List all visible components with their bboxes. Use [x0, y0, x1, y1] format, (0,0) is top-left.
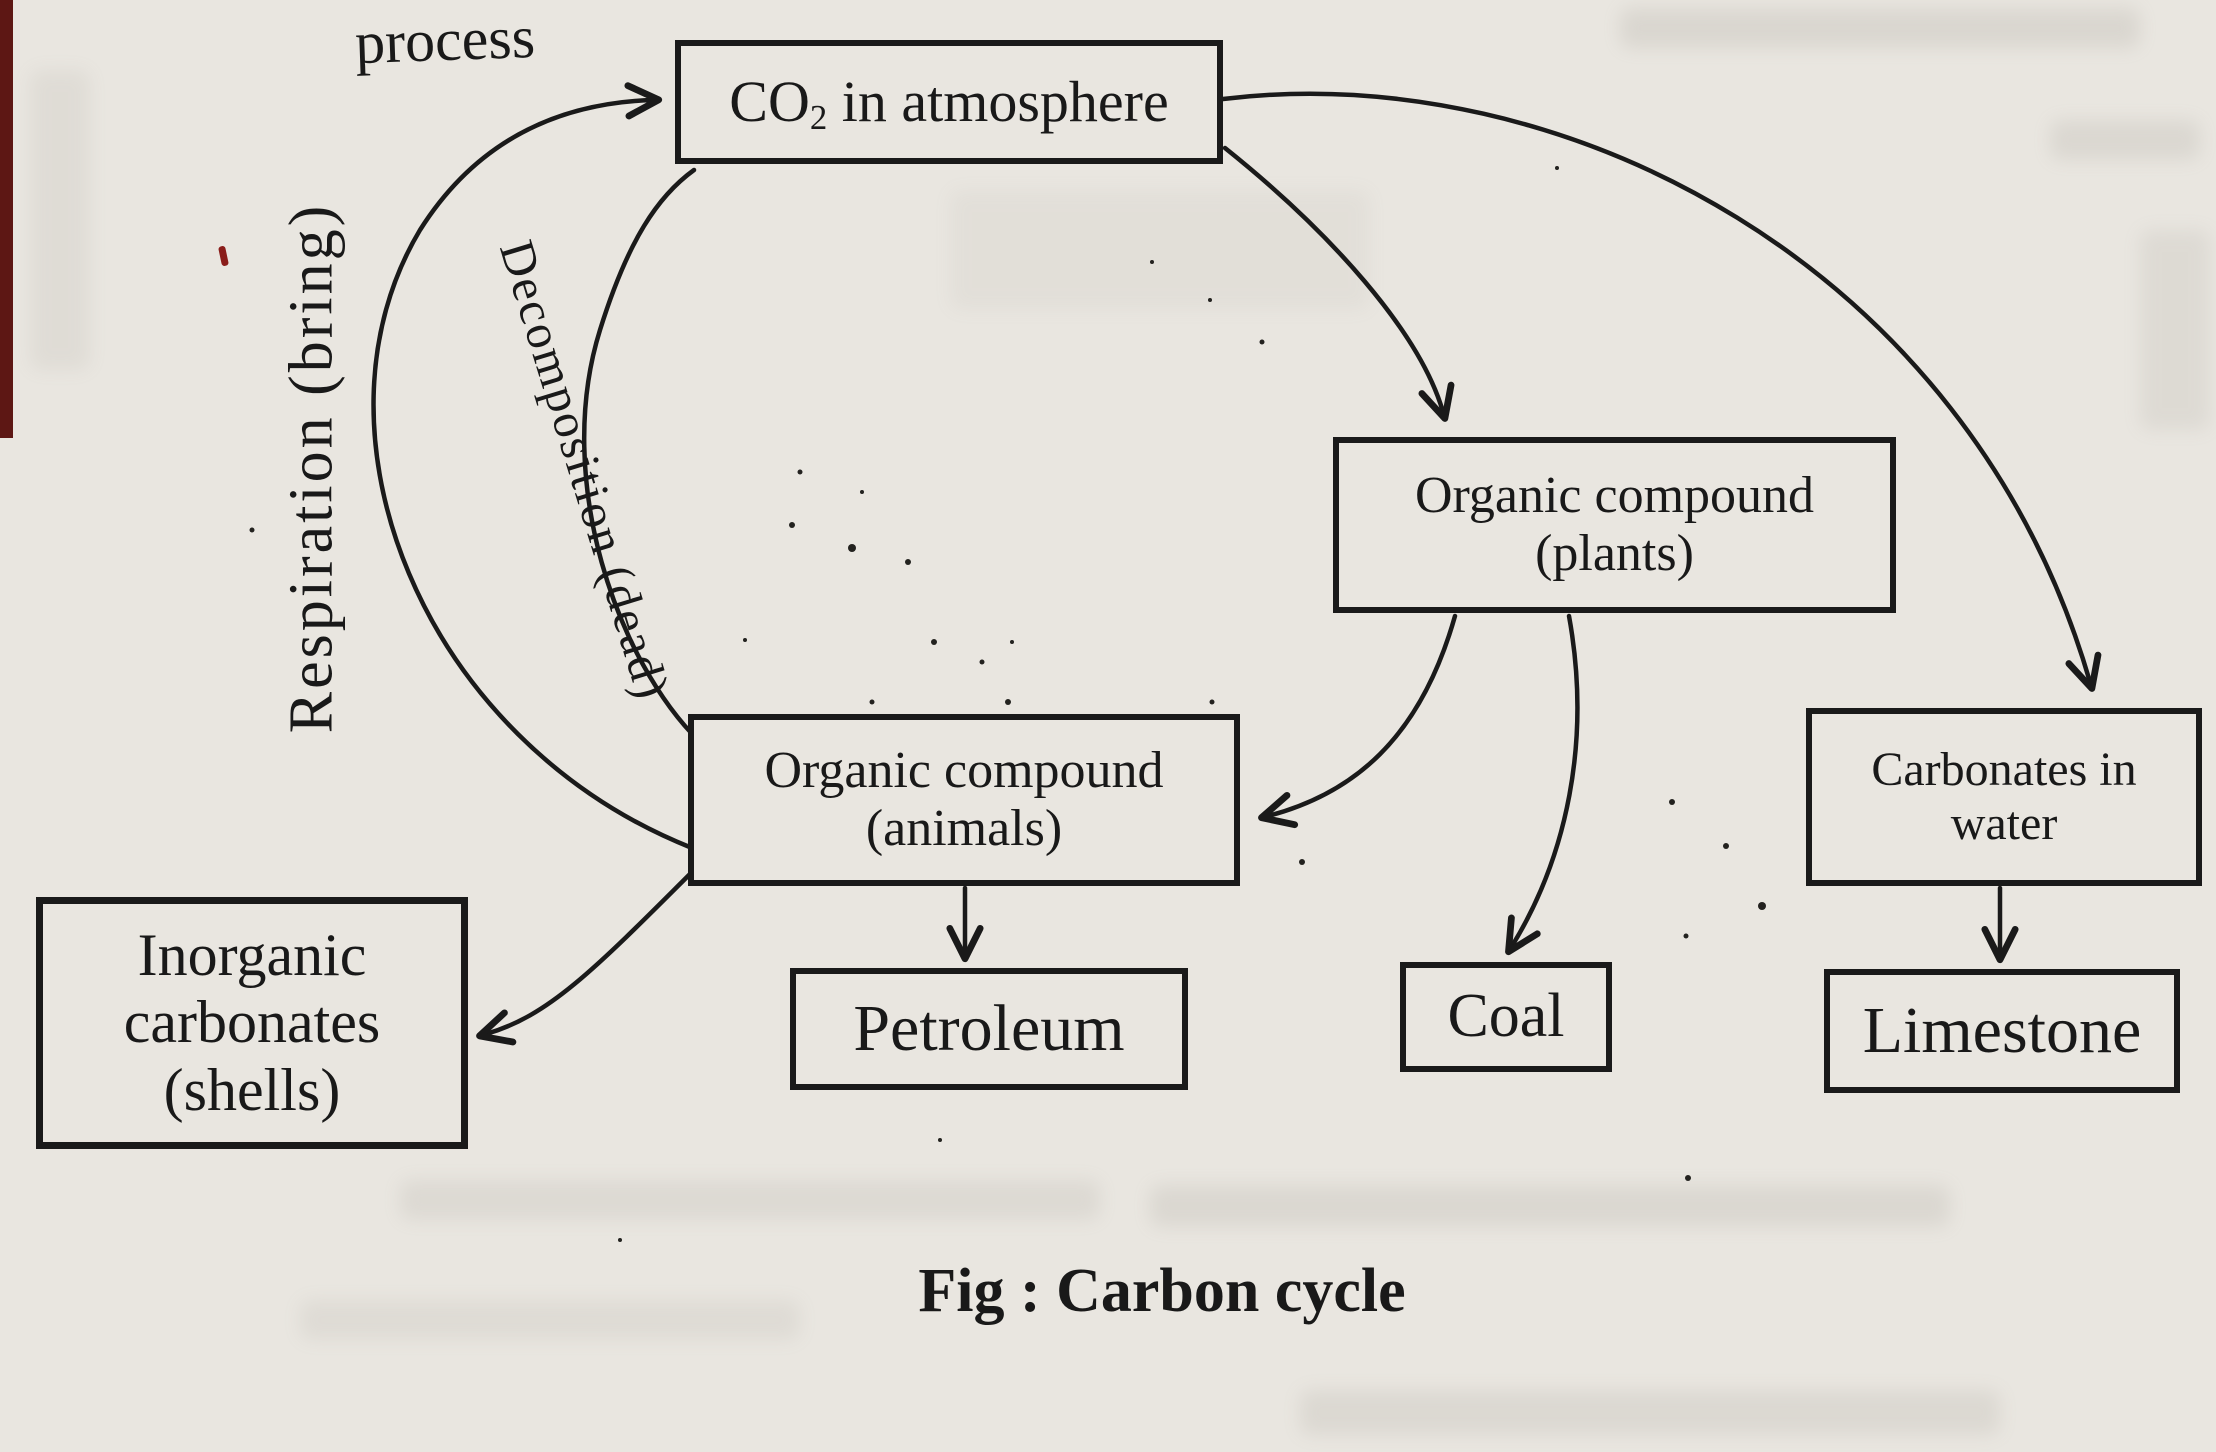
arrow-respiration-animals-to-co2 — [371, 82, 695, 851]
bleed-smudge — [1300, 1390, 2000, 1435]
node-carbonates-in-water: Carbonates in water — [1806, 708, 2202, 886]
edge-label-process: process — [353, 3, 537, 77]
arrow-co2-to-carbonates-water — [1220, 91, 2102, 692]
bleed-smudge — [950, 190, 1370, 310]
node-inorganic-carbonates-shells: Inorganic carbonates (shells) — [36, 897, 468, 1149]
arrow-animals-to-inorganic — [476, 869, 695, 1046]
node-organic-compound-animals: Organic compound (animals) — [688, 714, 1240, 886]
node-coal-label: Coal — [1447, 982, 1565, 1051]
arrow-plants-to-coal — [1505, 613, 1580, 956]
figure-caption: Fig : Carbon cycle — [918, 1257, 1406, 1325]
node-inorganic-line2: carbonates — [123, 989, 381, 1056]
bleed-smudge — [2050, 120, 2200, 160]
node-plants-line2: (plants) — [1535, 525, 1694, 582]
node-animals-line1: Organic compound — [764, 741, 1164, 799]
node-carbonates-line2: water — [1950, 797, 2058, 850]
arrow-plants-to-animals — [1258, 613, 1458, 829]
bleed-smudge — [300, 1300, 800, 1340]
scan-red-edge-mark — [0, 0, 13, 438]
node-limestone: Limestone — [1824, 969, 2180, 1093]
edge-label-respiration: Respiration (bring) — [277, 202, 346, 734]
node-co2-in-atmosphere: CO2 in atmosphere — [675, 40, 1223, 164]
node-limestone-label: Limestone — [1862, 994, 2142, 1068]
bleed-smudge — [2140, 230, 2210, 430]
node-inorganic-line1: Inorganic — [137, 922, 367, 989]
arrow-co2-to-plants — [1222, 145, 1455, 422]
node-petroleum: Petroleum — [790, 968, 1188, 1090]
node-coal: Coal — [1400, 962, 1612, 1072]
bleed-smudge — [1150, 1185, 1950, 1227]
node-animals-line2: (animals) — [865, 800, 1063, 857]
bleed-smudge — [30, 70, 90, 370]
curve-decomposition-animals-to-co2 — [581, 167, 703, 745]
node-organic-compound-plants: Organic compound (plants) — [1333, 437, 1896, 613]
bleed-smudge — [1620, 8, 2140, 48]
co2-subscript: 2 — [809, 98, 828, 138]
node-co2-label: CO2 in atmosphere — [729, 68, 1169, 138]
node-carbonates-line1: Carbonates in — [1871, 743, 2137, 797]
node-petroleum-label: Petroleum — [853, 992, 1125, 1066]
node-inorganic-line3: (shells) — [163, 1056, 341, 1123]
bleed-smudge — [400, 1180, 1100, 1220]
node-plants-line1: Organic compound — [1414, 466, 1815, 524]
